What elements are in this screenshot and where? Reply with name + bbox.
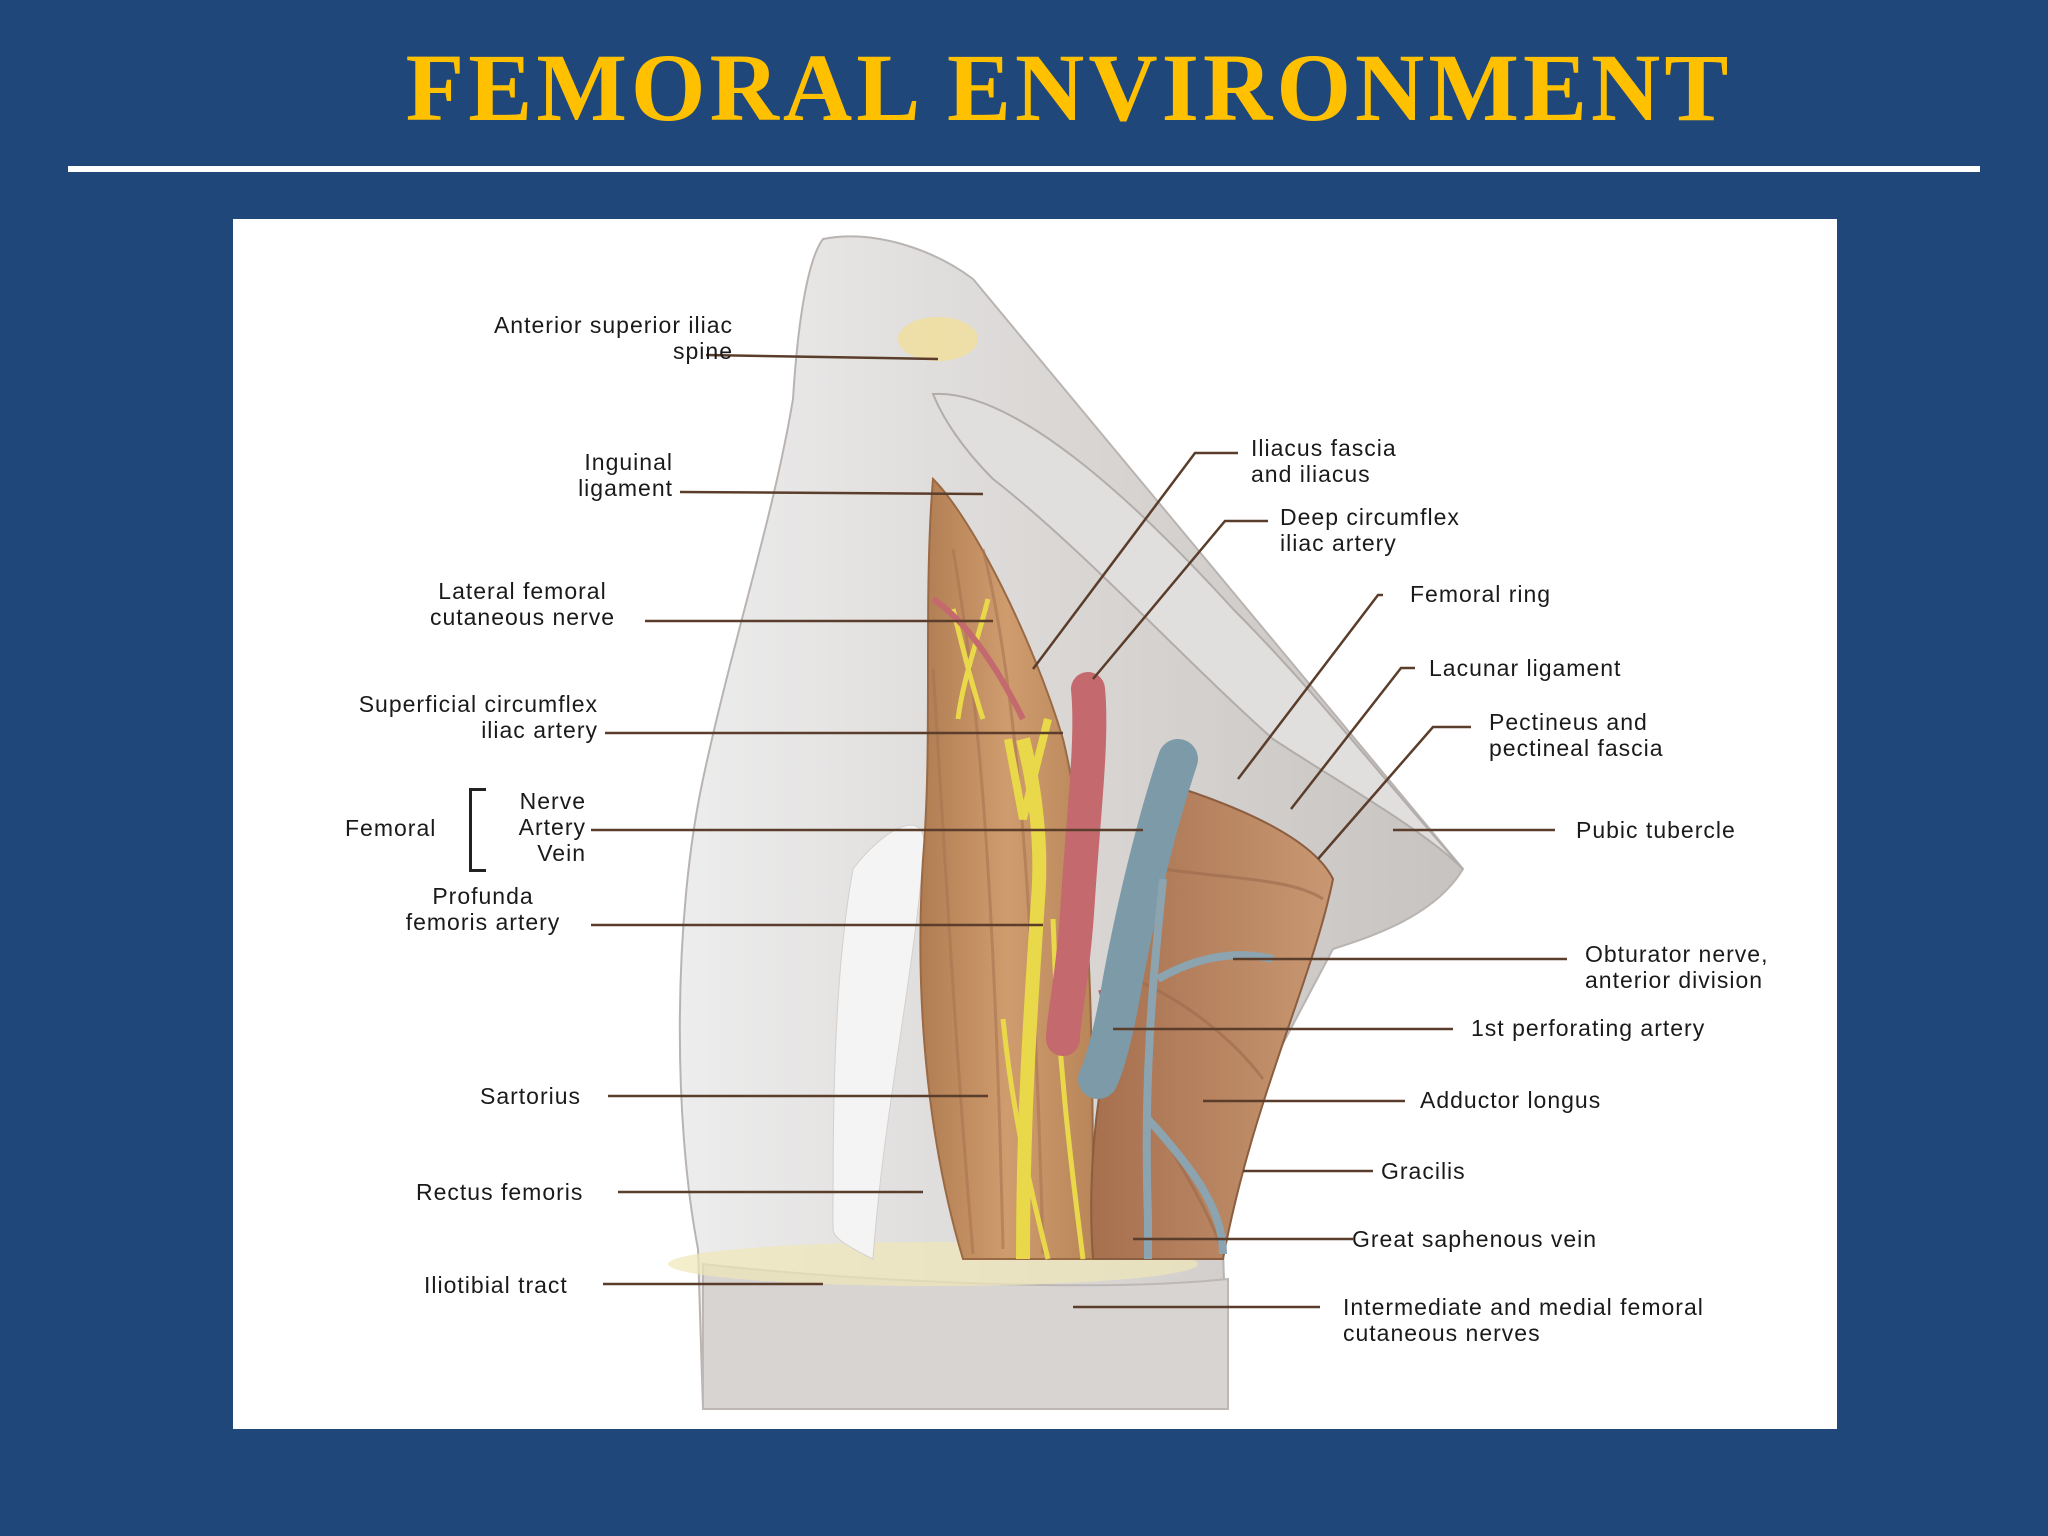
label-inguinal-ligament: Inguinal ligament <box>578 449 673 501</box>
label-femoral-structures: Nerve Artery Vein <box>491 788 586 866</box>
label-sartorius: Sartorius <box>480 1083 582 1109</box>
femoral-bracket <box>469 788 486 872</box>
inguinal-fold <box>931 392 1464 870</box>
label-pubic-tubercle: Pubic tubercle <box>1576 817 1736 843</box>
label-rectus-femoris: Rectus femoris <box>416 1179 584 1205</box>
label-lacunar-ligament: Lacunar ligament <box>1429 655 1622 681</box>
thigh-illustration <box>591 235 1567 1410</box>
label-iliotibial-tract: Iliotibial tract <box>424 1272 568 1298</box>
label-anterior-superior-iliac-spine: Anterior superior iliac spine <box>493 312 733 364</box>
label-gracilis: Gracilis <box>1381 1158 1466 1184</box>
label-femoral: Femoral <box>345 815 437 841</box>
label-deep-circumflex-iliac-artery: Deep circumflex iliac artery <box>1280 504 1460 556</box>
label-obturator-nerve: Obturator nerve, anterior division <box>1585 941 1769 993</box>
leader-lines <box>591 353 1567 1309</box>
label-superficial-circumflex-iliac-artery: Superficial circumflex iliac artery <box>358 691 598 743</box>
label-cutaneous-nerves: Intermediate and medial femoral cutaneou… <box>1343 1294 1704 1346</box>
label-vein: Vein <box>537 840 586 866</box>
label-first-perforating-artery: 1st perforating artery <box>1471 1015 1706 1041</box>
label-nerve: Nerve <box>519 788 586 814</box>
label-profunda-femoris-artery: Profunda femoris artery <box>405 883 561 935</box>
slide-title: FEMORAL ENVIRONMENT <box>405 34 1733 141</box>
label-great-saphenous-vein: Great saphenous vein <box>1352 1226 1598 1252</box>
label-femoral-ring: Femoral ring <box>1410 581 1552 607</box>
title-divider <box>68 166 1980 172</box>
label-iliacus-fascia: Iliacus fascia and iliacus <box>1251 435 1397 487</box>
femoral-vein <box>1078 739 1198 1099</box>
anatomy-figure: Anterior superior iliac spine Inguinal l… <box>233 219 1837 1429</box>
iliotibial-strip <box>832 824 925 1260</box>
femoral-artery <box>1046 672 1107 1056</box>
label-artery: Artery <box>518 814 586 840</box>
label-adductor-longus: Adductor longus <box>1420 1087 1602 1113</box>
label-lateral-femoral-cutaneous-nerve: Lateral femoral cutaneous nerve <box>429 578 616 630</box>
label-pectineus: Pectineus and pectineal fascia <box>1489 709 1664 761</box>
